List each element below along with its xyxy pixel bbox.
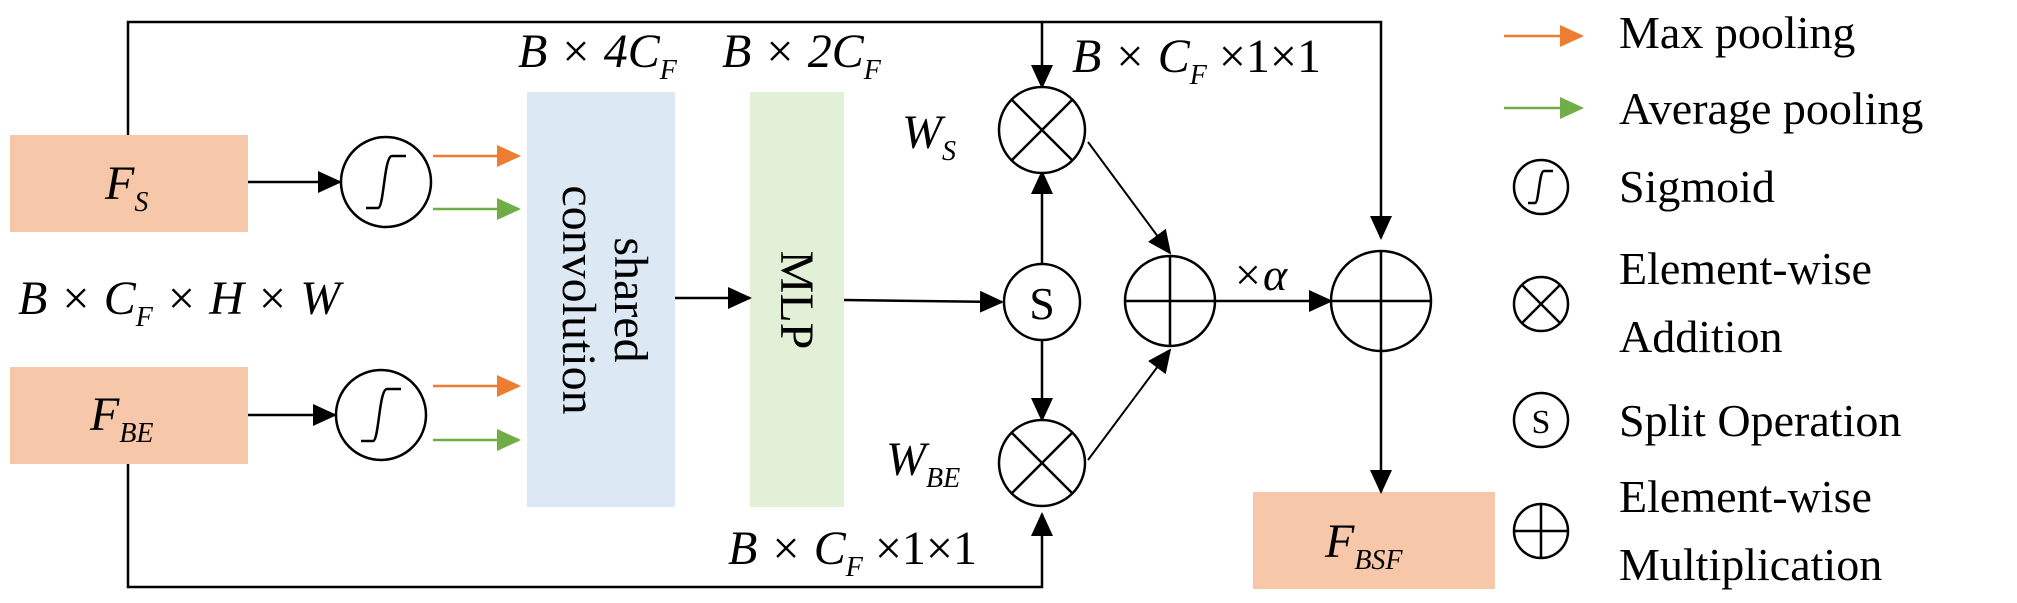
wbe-to-add-arrow bbox=[1087, 348, 1172, 461]
sigmoid-icon-top bbox=[339, 135, 433, 229]
fbsf-box bbox=[1253, 492, 1495, 589]
legend: Max pooling Average pooling Sigmoid Elem… bbox=[1504, 7, 1923, 590]
mlp-label: MLP bbox=[770, 251, 823, 350]
add-icon-middle bbox=[1123, 254, 1217, 348]
sigmoid-icon-bottom bbox=[334, 368, 428, 462]
fs-label: FS bbox=[104, 157, 148, 218]
legend-avg-pool-label: Average pooling bbox=[1619, 83, 1923, 134]
fbsf-label: FBSF bbox=[1324, 515, 1403, 576]
conv-dim-label: B × 4CF bbox=[518, 25, 678, 86]
shared-conv-label-1: shared bbox=[604, 237, 657, 362]
alpha-label: ×α bbox=[1232, 249, 1288, 300]
shared-conv-box bbox=[527, 92, 675, 507]
legend-sigmoid-icon bbox=[1512, 158, 1570, 216]
bottom-weight-dim-label: B × CF ×1×1 bbox=[728, 522, 977, 583]
mlp-box bbox=[750, 92, 844, 507]
fs-box bbox=[10, 135, 248, 232]
shared-conv-label-2: convolution bbox=[552, 185, 605, 414]
fs-skip-line bbox=[126, 20, 1392, 240]
fbe-box bbox=[10, 367, 248, 464]
legend-sigmoid-label: Sigmoid bbox=[1619, 161, 1775, 212]
ws-label: WS bbox=[902, 106, 956, 167]
svg-text:S: S bbox=[1029, 278, 1055, 329]
multiply-icon-wbe bbox=[997, 418, 1087, 508]
legend-elem-mul-label-2: Multiplication bbox=[1619, 539, 1882, 590]
mlp-dim-label: B × 2CF bbox=[722, 25, 882, 86]
legend-multiply-icon bbox=[1512, 275, 1570, 333]
ws-to-add-arrow bbox=[1087, 141, 1172, 255]
mlp-to-split-arrow bbox=[843, 290, 1004, 313]
legend-add-icon bbox=[1512, 502, 1570, 560]
fbe-label: FBE bbox=[89, 388, 154, 449]
add-icon-final bbox=[1329, 249, 1433, 353]
legend-max-pool-label: Max pooling bbox=[1619, 7, 1855, 58]
input-dim-label: B × CF × H × W bbox=[18, 272, 344, 333]
legend-elem-add-label-2: Addition bbox=[1619, 311, 1783, 362]
top-weight-dim-label: B × CF ×1×1 bbox=[1072, 30, 1321, 91]
legend-split-label: Split Operation bbox=[1619, 395, 1901, 446]
legend-elem-mul-label-1: Element-wise bbox=[1619, 471, 1872, 522]
fbe-skip-line bbox=[126, 464, 1053, 589]
svg-text:S: S bbox=[1532, 404, 1551, 441]
legend-elem-add-label-1: Element-wise bbox=[1619, 243, 1872, 294]
split-icon: S bbox=[1002, 262, 1082, 342]
wbe-label: WBE bbox=[886, 433, 960, 494]
legend-split-icon: S bbox=[1512, 391, 1570, 449]
multiply-icon-ws bbox=[997, 85, 1087, 175]
